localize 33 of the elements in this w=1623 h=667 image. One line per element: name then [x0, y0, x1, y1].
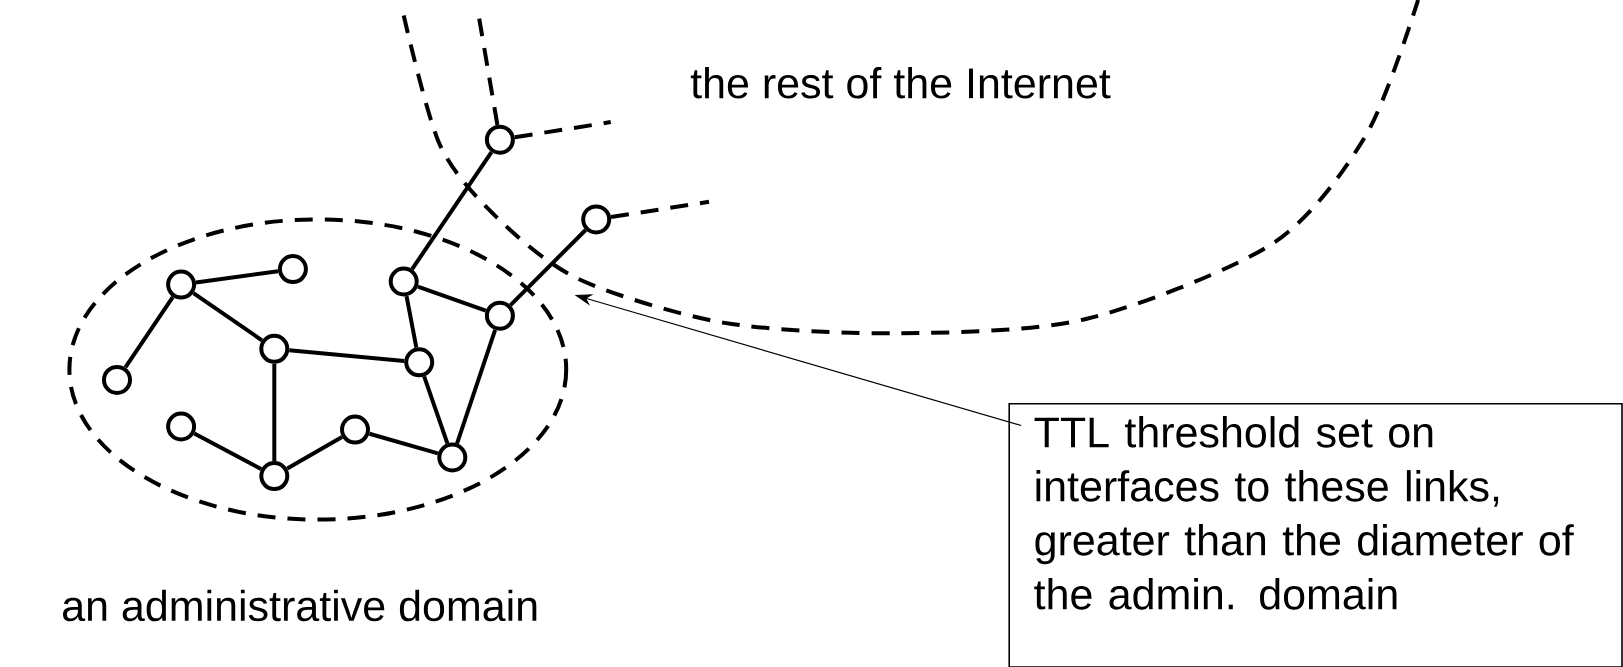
link-line	[404, 295, 419, 348]
router-circle	[437, 442, 468, 473]
link-line	[286, 435, 343, 471]
link-line	[410, 151, 494, 271]
node-label: an administrative domain	[63, 589, 537, 622]
link-line	[455, 329, 498, 444]
link-line	[195, 269, 279, 285]
link-line	[610, 199, 710, 220]
router-circle	[259, 333, 290, 364]
router-circle	[102, 364, 132, 395]
link-line	[477, 18, 500, 126]
link-line	[123, 295, 175, 369]
router-circle	[388, 266, 419, 297]
link-line	[289, 348, 405, 363]
link-line	[193, 431, 262, 471]
link-line	[417, 284, 487, 313]
link-line	[368, 431, 439, 456]
link-line	[422, 375, 450, 444]
internet-region: the rest of the Internet	[401, 0, 1420, 336]
router-circle	[404, 347, 435, 378]
link-line	[514, 120, 612, 140]
link-line	[509, 228, 587, 307]
router-circle	[484, 124, 515, 155]
link-line	[272, 363, 277, 462]
link-line	[192, 291, 264, 342]
router-circle	[277, 254, 308, 285]
router-circle	[484, 300, 515, 331]
router-circle	[581, 204, 612, 235]
router-circle	[166, 411, 197, 442]
router-circle	[166, 269, 197, 300]
callout-box: TTL threshold set on interfaces to these links, greater than the diameter of the admin. domain	[1008, 402, 1623, 667]
router-circle	[259, 461, 290, 492]
router-circle	[340, 414, 370, 445]
